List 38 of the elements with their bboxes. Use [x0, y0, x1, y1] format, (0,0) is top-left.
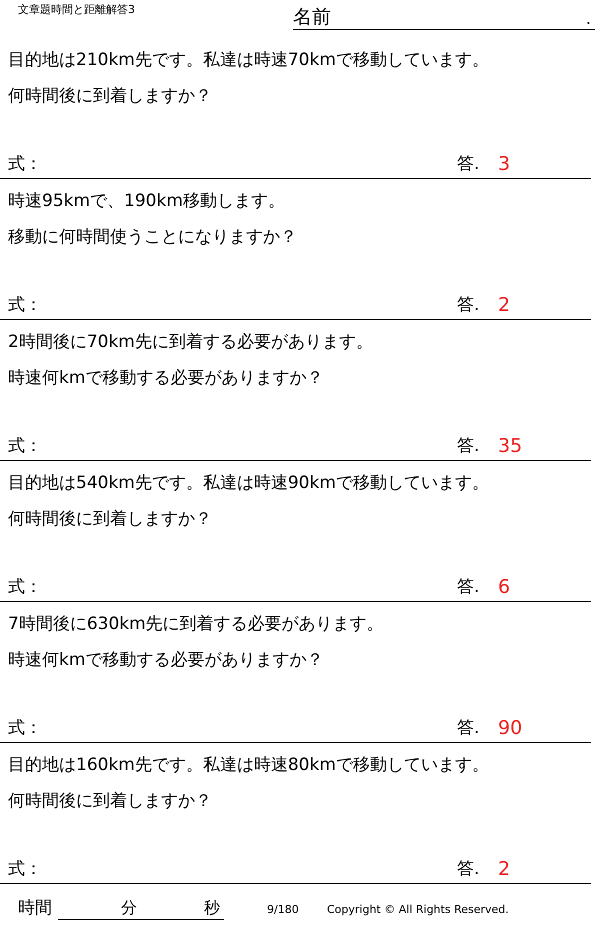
question-text: 何時間後に到着しますか？ [8, 85, 212, 108]
answer-value: 3 [498, 152, 510, 177]
question-text: 何時間後に到着しますか？ [8, 508, 212, 531]
answer-label: 答. [457, 435, 480, 458]
question-text: 時速何kmで移動する必要がありますか？ [8, 649, 324, 672]
question-text: 2時間後に70km先に到着する必要があります。 [8, 331, 373, 354]
question-text: 時速何kmで移動する必要がありますか？ [8, 367, 324, 390]
seconds-label: 秒 [204, 897, 220, 919]
copyright-text: Copyright © All Rights Reserved. [327, 902, 509, 918]
minutes-label: 分 [121, 897, 137, 919]
answer-label: 答. [457, 294, 480, 317]
question-text: 目的地は160km先です。私達は時速80kmで移動しています。 [8, 754, 489, 777]
answer-value: 6 [498, 575, 510, 600]
formula-label: 式： [8, 435, 42, 458]
answer-value: 35 [498, 434, 522, 459]
answer-label: 答. [457, 153, 480, 176]
answer-value: 2 [498, 293, 510, 318]
answer-value: 2 [498, 857, 510, 882]
page-number: 9/180 [267, 902, 299, 918]
period-mark: . [586, 9, 591, 29]
answer-label: 答. [457, 858, 480, 881]
question-text: 目的地は210km先です。私達は時速70kmで移動しています。 [8, 49, 489, 72]
question-text: 目的地は540km先です。私達は時速90kmで移動しています。 [8, 472, 489, 495]
formula-label: 式： [8, 858, 42, 881]
name-label: 名前 [293, 5, 331, 29]
time-label: 時間 [18, 897, 52, 920]
answer-label: 答. [457, 717, 480, 740]
formula-label: 式： [8, 576, 42, 599]
formula-label: 式： [8, 294, 42, 317]
question-text: 時速95kmで、190km移動します。 [8, 190, 285, 213]
formula-label: 式： [8, 717, 42, 740]
answer-value: 90 [498, 716, 522, 741]
worksheet-title: 文章題時間と距離解答3 [18, 2, 135, 18]
question-text: 何時間後に到着しますか？ [8, 790, 212, 813]
formula-label: 式： [8, 153, 42, 176]
answer-label: 答. [457, 576, 480, 599]
question-text: 移動に何時間使うことになりますか？ [8, 226, 297, 249]
question-text: 7時間後に630km先に到着する必要があります。 [8, 613, 384, 636]
